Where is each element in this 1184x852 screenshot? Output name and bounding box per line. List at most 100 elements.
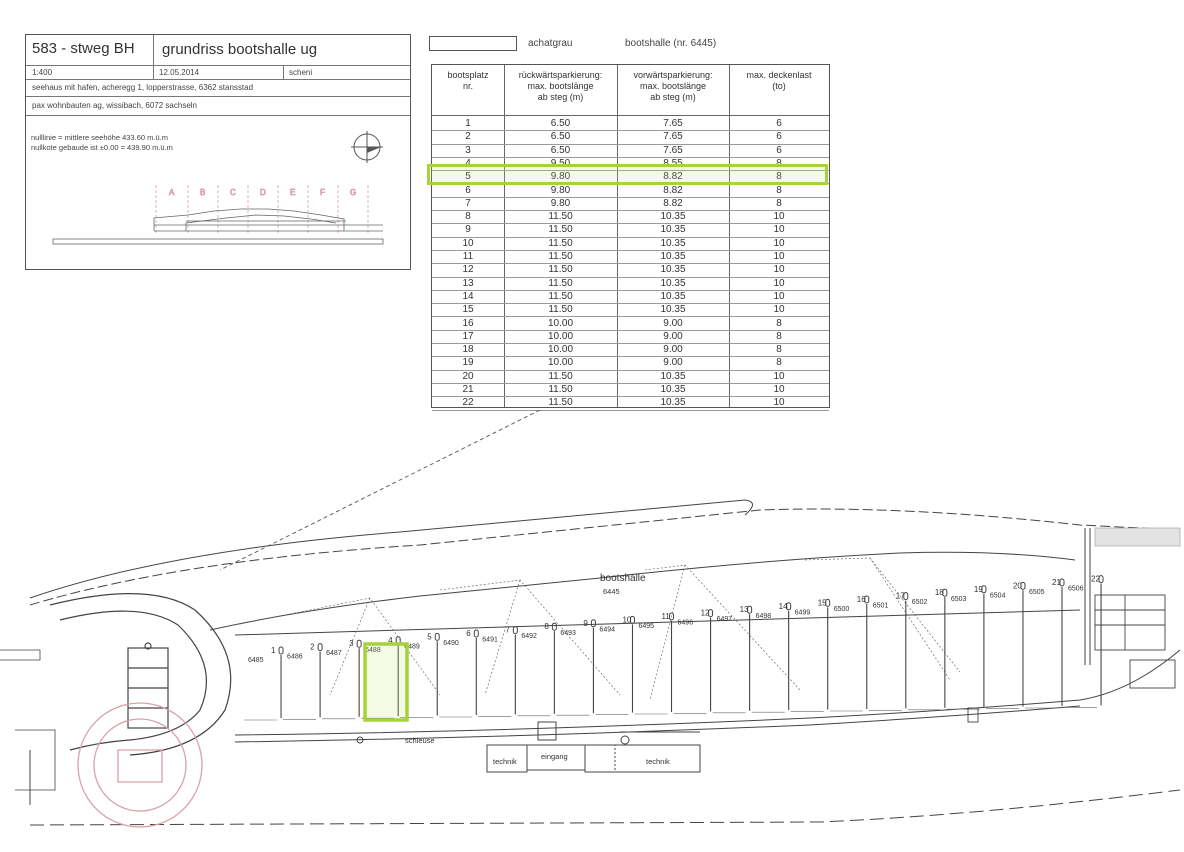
cell-forward-length: 10.35 xyxy=(660,397,686,409)
bollard-icon xyxy=(434,632,440,641)
stall-code: 6506 xyxy=(1068,586,1084,593)
cell-load: 6 xyxy=(776,131,782,143)
cell-reverse-length: 11.50 xyxy=(548,224,573,236)
stall-number: 9 xyxy=(583,619,588,628)
technical-rooms xyxy=(356,721,701,773)
stall-number: 21 xyxy=(1052,578,1061,587)
cell-load: 10 xyxy=(773,384,785,395)
cell-reverse-length: 6.50 xyxy=(550,131,571,143)
cell-reverse-length: 9.50 xyxy=(550,157,571,169)
address-row: seehaus mit hafen, acheregg 1, lopperstr… xyxy=(26,79,410,97)
technik-label-1: technik xyxy=(493,757,517,766)
cell-forward-length: 10.35 xyxy=(660,304,686,316)
cell-forward-length: 7.65 xyxy=(663,118,683,129)
cell-load: 10 xyxy=(773,397,785,409)
stall-code: 6487 xyxy=(326,650,342,657)
cell-forward-length: 10.35 xyxy=(660,251,686,262)
cell-forward-length: 10.35 xyxy=(660,370,686,382)
stall-number: 6 xyxy=(466,629,471,638)
cell-forward-length: 8.82 xyxy=(663,184,683,196)
row-highlight xyxy=(427,164,828,185)
cell-forward-length: 10.35 xyxy=(660,290,686,302)
stall-number: 3 xyxy=(349,639,354,648)
stall-code: 6486 xyxy=(287,654,303,661)
bollard-icon xyxy=(1059,578,1065,587)
cell-reverse-length: 10.00 xyxy=(547,317,574,329)
cell-load: 6 xyxy=(776,118,782,129)
cell-reverse-length: 11.50 xyxy=(548,304,573,316)
cell-number: 11 xyxy=(462,251,474,262)
col-header-line: max. bootslänge xyxy=(527,81,594,91)
cell-load: 8 xyxy=(776,344,782,356)
project-owner: pax wohnbauten ag, wissibach, 6072 sachs… xyxy=(32,101,197,110)
cell-load: 8 xyxy=(776,157,782,169)
cell-load: 10 xyxy=(773,211,785,223)
grid-letter: C xyxy=(230,188,236,197)
cell-number: 22 xyxy=(462,397,474,409)
cell-load: 8 xyxy=(776,171,782,183)
stall-code: 6503 xyxy=(951,596,967,603)
cell-reverse-length: 11.50 xyxy=(548,251,573,262)
stall-number: 10 xyxy=(622,615,631,624)
bollard-icon xyxy=(317,643,323,652)
cell-number: 14 xyxy=(462,290,474,302)
stall-code: 6501 xyxy=(873,603,889,610)
cell-load: 10 xyxy=(773,224,785,236)
leader-line xyxy=(219,410,541,571)
hall-label: bootshalle (nr. 6445) xyxy=(625,38,717,49)
meta-row: 1:400 12.05.2014 scheni xyxy=(26,65,410,80)
technik-label-2: technik xyxy=(646,757,670,766)
cell-number: 1 xyxy=(465,118,471,129)
col-header-line: ab steg (m) xyxy=(650,92,696,102)
cell-forward-length: 10.35 xyxy=(660,277,686,289)
cell-number: 8 xyxy=(465,211,471,223)
col-header-line: max. deckenlast xyxy=(746,70,812,80)
cell-forward-length: 9.00 xyxy=(663,317,683,329)
stall-code: 6505 xyxy=(1029,589,1045,596)
level-notes: nulllinie = mittlere seehöhe 433.60 m.ü.… xyxy=(31,133,173,153)
stall-code: 6504 xyxy=(990,592,1006,599)
bollard-icon xyxy=(512,626,518,635)
cell-number: 15 xyxy=(462,304,474,316)
color-swatch xyxy=(429,36,517,51)
stall-code: 6492 xyxy=(521,633,537,640)
stalls-group: 1648526486364874648856489664907649186492… xyxy=(244,575,1104,721)
cell-load: 6 xyxy=(776,144,782,156)
owner-row: pax wohnbauten ag, wissibach, 6072 sachs… xyxy=(26,96,410,116)
cell-forward-length: 8.55 xyxy=(663,157,683,169)
cell-reverse-length: 10.00 xyxy=(547,344,574,356)
stall-highlight xyxy=(363,642,409,722)
cell-load: 10 xyxy=(773,251,785,262)
bollard-icon xyxy=(825,598,831,607)
bollard-icon xyxy=(669,612,675,621)
stall-number: 16 xyxy=(857,595,866,604)
stall-code: 6491 xyxy=(482,637,498,644)
cell-number: 3 xyxy=(465,144,471,156)
cell-load: 8 xyxy=(776,317,782,329)
cell-load: 10 xyxy=(773,237,785,249)
grid-letter: G xyxy=(350,188,356,197)
stall-number: 8 xyxy=(544,622,549,631)
bollard-icon xyxy=(1098,575,1104,584)
cell-reverse-length: 9.80 xyxy=(550,171,571,183)
cell-forward-length: 7.65 xyxy=(663,131,683,143)
cell-reverse-length: 11.50 xyxy=(548,277,573,289)
bollard-icon xyxy=(864,595,870,604)
cell-forward-length: 10.35 xyxy=(660,264,686,276)
cell-forward-length: 8.82 xyxy=(663,197,683,209)
cell-load: 8 xyxy=(776,330,782,342)
bollard-icon xyxy=(1020,581,1026,590)
floor-plan: technik eingang technik schleuse bootsha… xyxy=(0,410,1181,828)
bollard-icon xyxy=(981,585,987,594)
roof-lines xyxy=(234,557,961,701)
drawing-author: scheni xyxy=(289,68,313,77)
stall-code: 6488 xyxy=(365,647,381,654)
table-row: 11 11.50 10.35 10 xyxy=(432,250,829,265)
